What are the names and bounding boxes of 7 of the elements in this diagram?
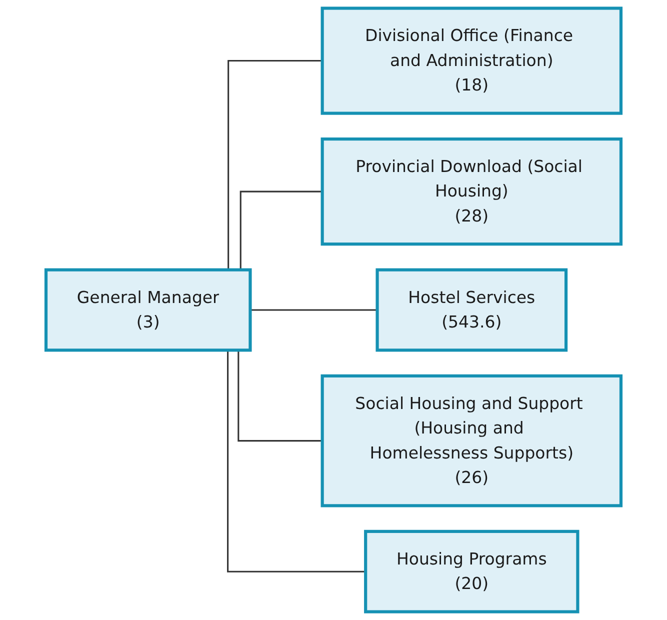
node-box: Provincial Download (Social Housing) (28) <box>320 138 623 246</box>
node-box: Housing Programs (20) <box>364 530 580 614</box>
node-box: Hostel Services (543.6) <box>376 268 568 352</box>
node-box: Social Housing and Support (Housing and Homelessness Supports) (26) <box>320 374 623 508</box>
connector <box>250 309 378 311</box>
node-box: Divisional Office (Finance and Administration) (18) <box>320 6 623 115</box>
node-box: General Manager (3) <box>44 268 252 352</box>
